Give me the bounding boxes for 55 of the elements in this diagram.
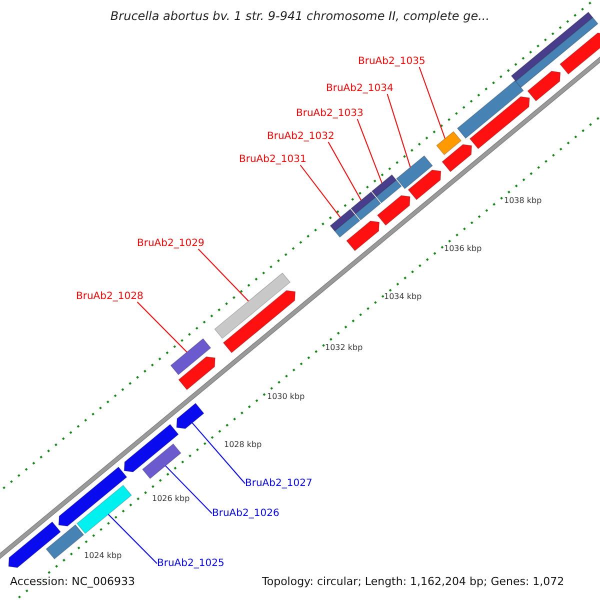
gene-feature <box>408 170 442 200</box>
gene-label: BruAb2_1025 <box>157 558 224 569</box>
leader-line <box>386 94 411 168</box>
leader-line <box>356 118 382 184</box>
gene-feature <box>560 32 600 75</box>
gene-feature <box>442 144 472 172</box>
leader-line <box>418 66 446 139</box>
gene-label: BruAb2_1027 <box>245 478 312 489</box>
scale-label: 1034 kbp <box>384 292 422 301</box>
gene-feature <box>469 96 530 150</box>
gene-feature <box>170 338 212 376</box>
scale-label: 1024 kbp <box>84 551 122 560</box>
scale-label: 1030 kbp <box>267 392 305 401</box>
gene-label: BruAb2_1029 <box>137 238 204 249</box>
leader-line <box>300 164 341 218</box>
gene-feature <box>510 12 598 88</box>
gene-feature <box>176 402 204 429</box>
gene-feature <box>346 220 380 252</box>
gene-label: BruAb2_1026 <box>212 508 280 519</box>
gene-label: BruAb2_1033 <box>296 108 364 119</box>
gene-feature <box>436 131 462 156</box>
gene-feature <box>8 521 61 568</box>
scale-label: 1036 kbp <box>444 244 482 253</box>
leader-line <box>136 302 188 353</box>
gene-feature <box>124 424 179 472</box>
leader-line <box>192 422 246 484</box>
title: Brucella abortus bv. 1 str. 9-941 chromosome II, complete ge... <box>109 9 491 23</box>
gene-feature <box>371 174 402 204</box>
gene-label: BruAb2_1031 <box>239 154 306 165</box>
gene-feature <box>178 356 216 390</box>
scale-label: 1032 kbp <box>325 343 363 352</box>
gene-feature <box>214 272 291 339</box>
gene-feature <box>396 155 433 190</box>
gene-feature <box>456 80 524 139</box>
topology-text: Topology: circular; Length: 1,162,204 bp; Genes: 1,072 <box>262 575 564 588</box>
gene-label: BruAb2_1032 <box>267 131 334 142</box>
gene-feature <box>330 208 360 238</box>
gene-feature <box>142 443 182 479</box>
leader-line <box>198 248 249 302</box>
scale-label: 1026 kbp <box>152 494 190 503</box>
accession-text: Accession: NC_006933 <box>10 575 136 588</box>
gene-label: BruAb2_1028 <box>76 291 144 302</box>
leader-line <box>165 465 212 514</box>
gene-feature <box>376 195 410 226</box>
gene-feature <box>46 524 84 560</box>
scale-label: 1028 kbp <box>224 440 262 449</box>
gene-feature <box>350 191 382 220</box>
gene-feature <box>76 484 132 534</box>
leader-line <box>328 142 362 201</box>
scale-label: 1038 kbp <box>504 196 542 205</box>
gene-feature <box>527 70 561 102</box>
gene-feature <box>58 466 128 526</box>
gene-feature <box>222 290 296 354</box>
gene-label: BruAb2_1034 <box>326 83 394 94</box>
gene-label: BruAb2_1035 <box>358 56 426 67</box>
